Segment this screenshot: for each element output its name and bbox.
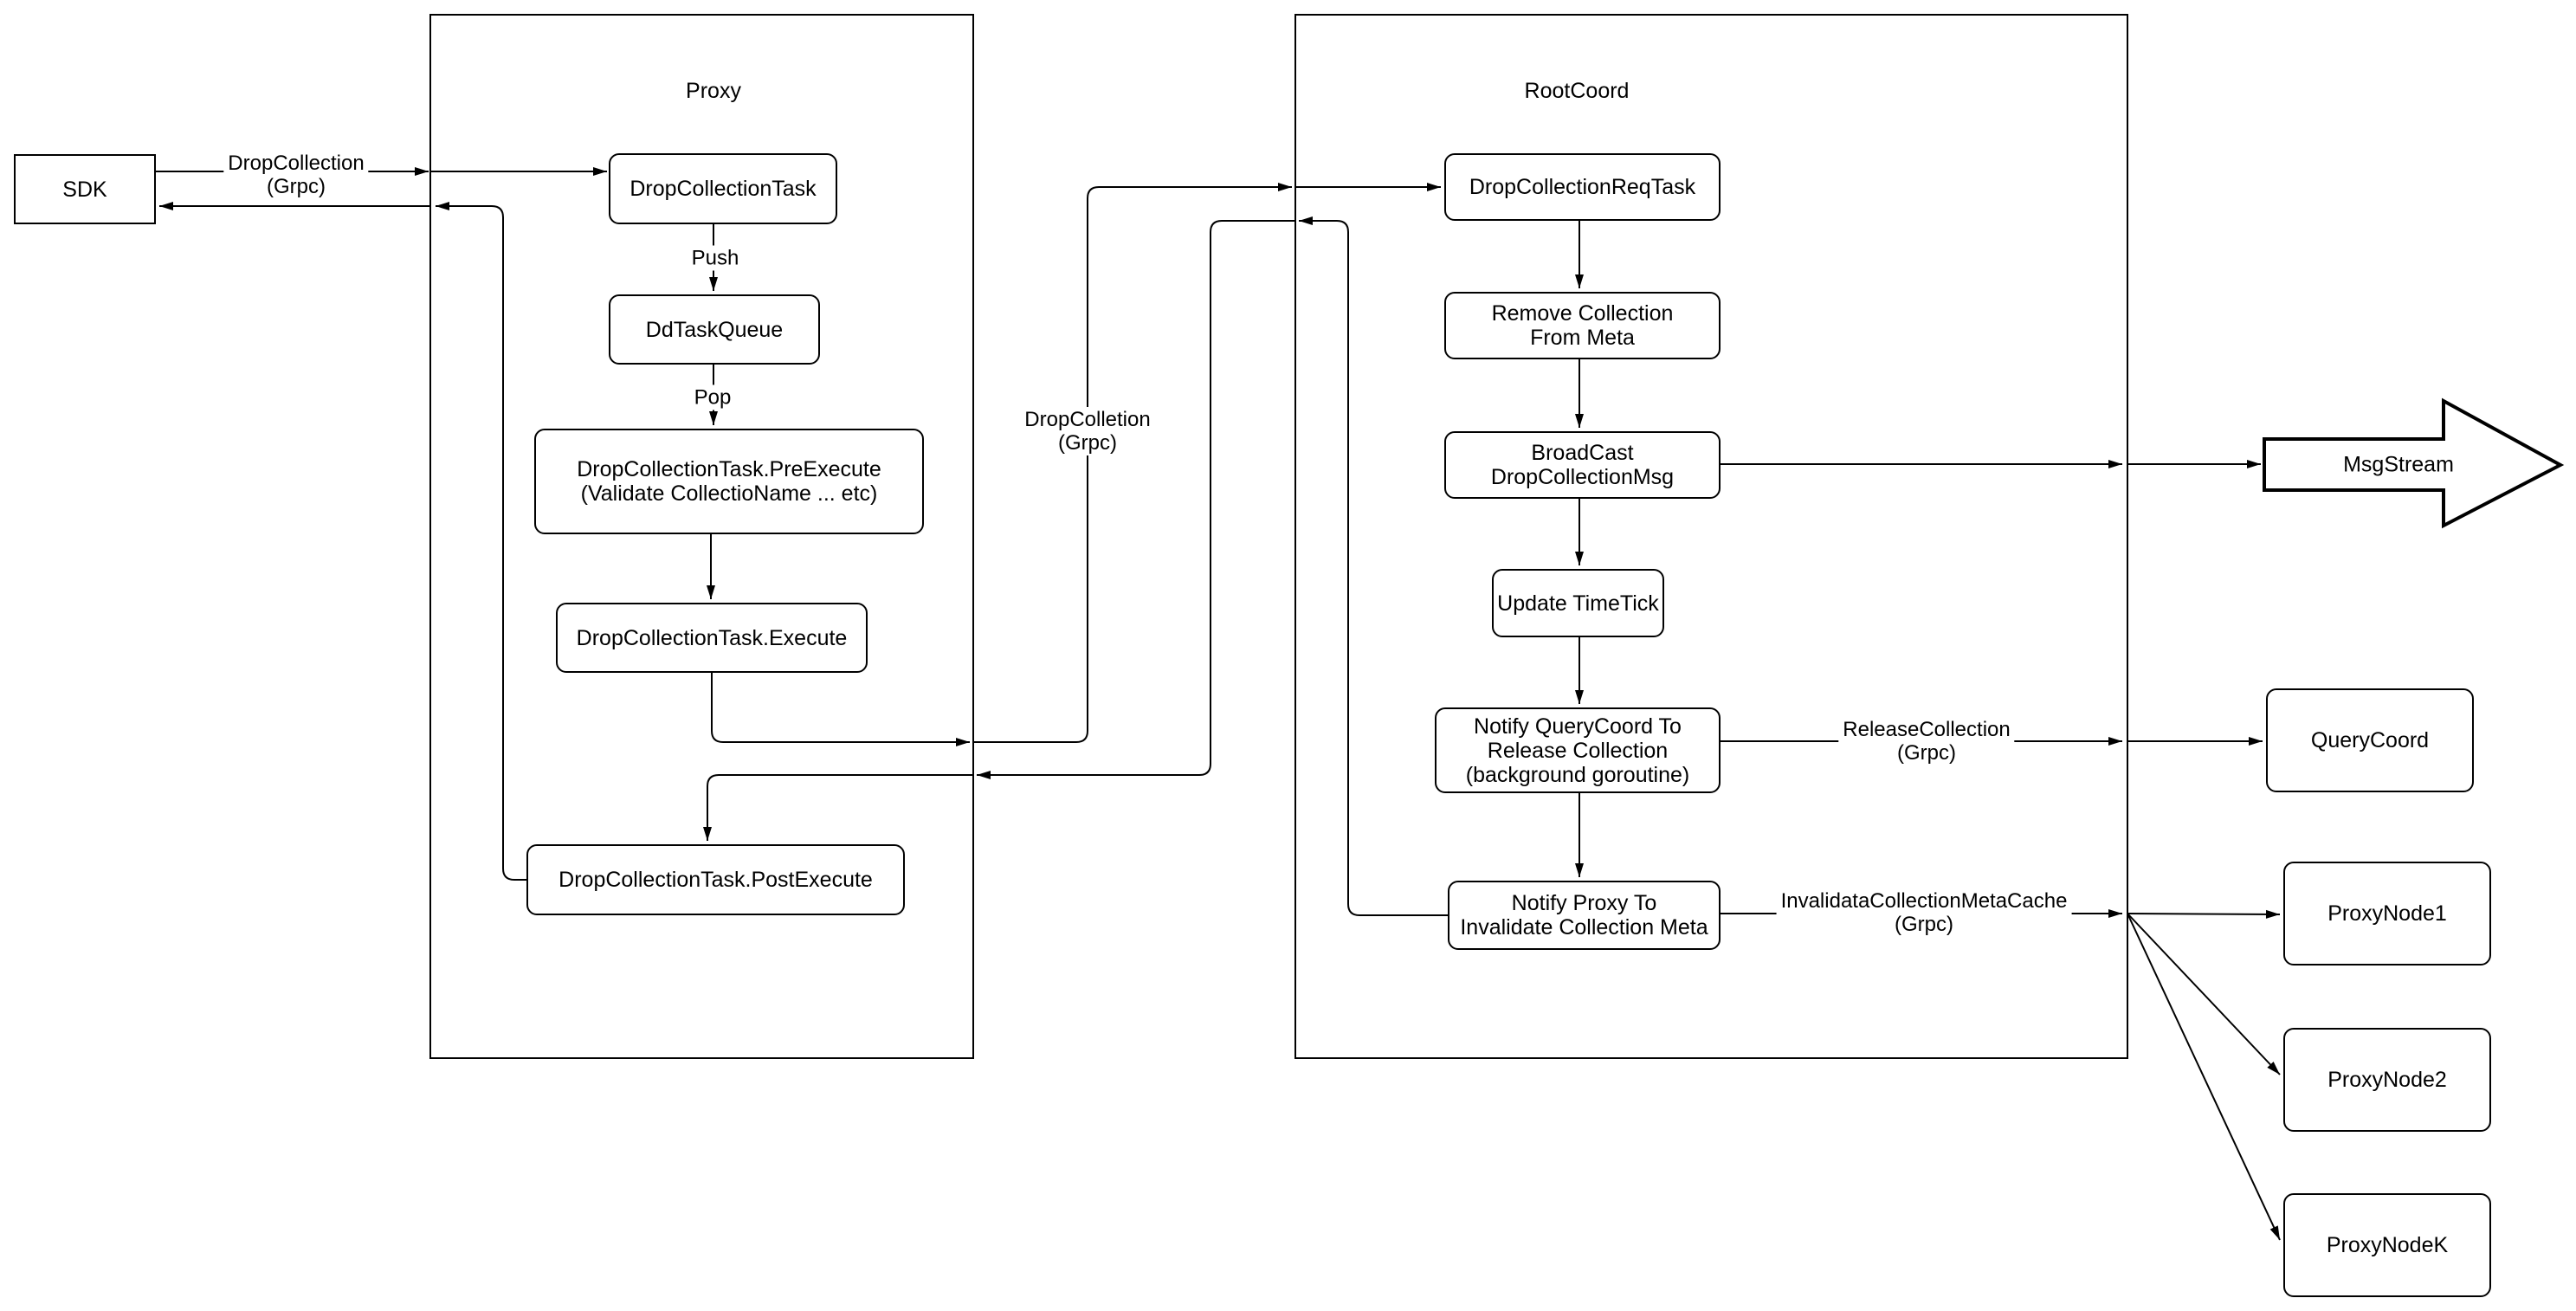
msgstream-block-arrow bbox=[2263, 397, 2565, 529]
edge-to-proxynodek bbox=[2127, 913, 2281, 1241]
edge-reply-to-postexecute bbox=[703, 774, 973, 841]
edge-label-dropcolletion-grpc: DropColletion (Grpc) bbox=[1020, 407, 1155, 455]
pre-execute-node: DropCollectionTask.PreExecute (Validate … bbox=[534, 429, 924, 534]
edge-label-invalidatacollectionmetacache-grpc: InvalidataCollectionMetaCache (Grpc) bbox=[1776, 888, 2072, 937]
notify-querycoord-node: Notify QueryCoord To Release Collection … bbox=[1435, 707, 1721, 793]
notify-proxy-node: Notify Proxy To Invalidate Collection Me… bbox=[1448, 881, 1721, 950]
drop-collection-req-task-node: DropCollectionReqTask bbox=[1444, 153, 1721, 221]
edge-to-proxynode2 bbox=[2127, 913, 2281, 1075]
rootcoord-title: RootCoord bbox=[1524, 79, 1630, 103]
edge-execute-out bbox=[711, 673, 970, 746]
edge-postexecute-to-proxy-border bbox=[436, 202, 526, 881]
dd-task-queue-node: DdTaskQueue bbox=[609, 294, 820, 365]
edge-notifyproxy-reply-out bbox=[1299, 216, 1448, 916]
querycoord-node: QueryCoord bbox=[2266, 688, 2474, 792]
drop-collection-task-node: DropCollectionTask bbox=[609, 153, 837, 224]
edge-label-pop: Pop bbox=[689, 384, 736, 410]
proxynode1-node: ProxyNode1 bbox=[2283, 862, 2491, 965]
edge-grpc-to-rootcoord bbox=[973, 183, 1292, 743]
post-execute-node: DropCollectionTask.PostExecute bbox=[526, 844, 905, 915]
broadcast-drop-collection-msg-node: BroadCast DropCollectionMsg bbox=[1444, 431, 1721, 499]
remove-collection-from-meta-node: Remove Collection From Meta bbox=[1444, 292, 1721, 359]
proxy-container bbox=[429, 14, 974, 1059]
proxynodek-node: ProxyNodeK bbox=[2283, 1193, 2491, 1297]
rootcoord-container bbox=[1294, 14, 2128, 1059]
msgstream-label: MsgStream bbox=[2343, 452, 2454, 477]
edge-label-releasecollection-grpc: ReleaseCollection (Grpc) bbox=[1838, 717, 2015, 765]
sdk-node: SDK bbox=[14, 154, 156, 224]
edge-label-push: Push bbox=[687, 245, 744, 271]
update-timetick-node: Update TimeTick bbox=[1492, 569, 1664, 637]
edge-reply-to-proxy bbox=[977, 220, 1295, 779]
proxy-title: Proxy bbox=[686, 79, 741, 103]
execute-node: DropCollectionTask.Execute bbox=[556, 603, 868, 673]
edge-label-dropcollection-grpc: DropCollection (Grpc) bbox=[223, 151, 369, 199]
proxynode2-node: ProxyNode2 bbox=[2283, 1028, 2491, 1132]
